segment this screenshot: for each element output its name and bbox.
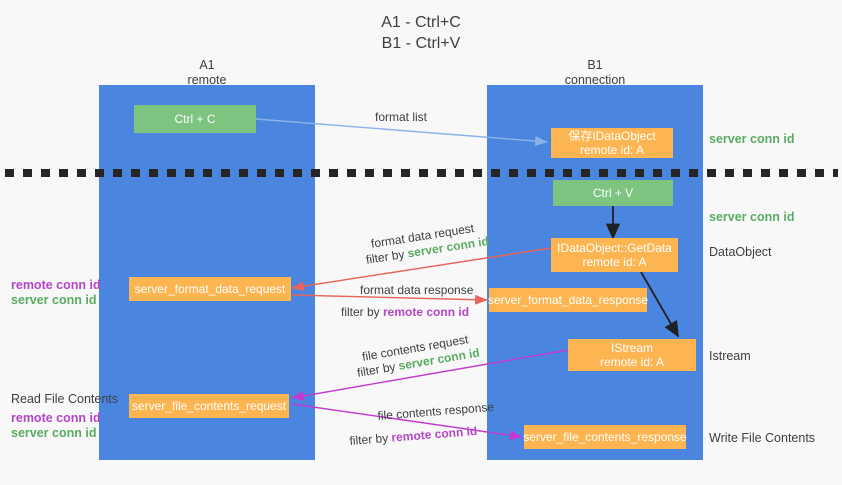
edge-label-format-data-response: format data response [360, 283, 473, 298]
node-save-idataobject-line2: remote id: A [579, 143, 645, 157]
node-ctrl-v[interactable]: Ctrl + V [553, 180, 673, 206]
annotation-server-conn-id-2: server conn id [11, 426, 97, 440]
annotation-read-file-contents: Read File Contents [11, 392, 118, 407]
annotation-server-conn-id-mid: server conn id [709, 210, 794, 225]
node-server-file-contents-request[interactable]: server_file_contents_request [129, 394, 289, 418]
node-getdata-line2: remote id: A [582, 255, 647, 269]
filter-prefix: filter by [349, 430, 392, 448]
node-istream-line1: IStream [610, 341, 653, 355]
node-server-format-data-request-label: server_format_data_request [134, 282, 286, 296]
node-idataobject-getdata[interactable]: IDataObject::GetData remote id: A [551, 238, 678, 272]
annotation-server-conn-id-top: server conn id [709, 132, 794, 147]
edge-label-format-list-text: format list [375, 110, 428, 124]
annotation-write-file-contents: Write File Contents [709, 431, 815, 446]
annotation-remote-conn-id-1: remote conn id [11, 278, 101, 292]
column-b1-sub: connection [564, 73, 626, 87]
filter-prefix: filter by [341, 305, 384, 319]
annotation-dataobject: DataObject [709, 245, 772, 260]
node-ctrl-c-label: Ctrl + C [174, 112, 216, 126]
node-server-file-contents-response[interactable]: server_file_contents_response [523, 425, 687, 449]
node-server-format-data-response-label: server_format_data_response [487, 293, 649, 307]
annotation-group-conn-ids-top: remote conn id server conn id [11, 278, 101, 308]
annotation-text: server conn id [709, 132, 795, 146]
annotation-server-conn-id-1: server conn id [11, 293, 97, 307]
node-server-format-data-response[interactable]: server_format_data_response [487, 288, 649, 312]
filter-key-remote-conn-id: remote conn id [390, 423, 478, 445]
edge-label-format-data-response-filter: filter by remote conn id [341, 305, 469, 320]
diagram-title: A1 - Ctrl+C B1 - Ctrl+V [0, 12, 842, 54]
annotation-text: server conn id [709, 210, 795, 224]
annotation-group-conn-ids-bottom: remote conn id server conn id [11, 411, 101, 441]
edge-label-file-contents-response-text: file contents response [377, 399, 495, 423]
annotation-remote-conn-id-2: remote conn id [11, 411, 101, 425]
node-save-idataobject-line1: 保存IDataObject [568, 129, 656, 143]
edge-label-format-list: format list [375, 110, 427, 125]
column-a1-name: A1 [199, 58, 215, 72]
edge-label-file-contents-response-filter: filter by remote conn id [349, 424, 478, 449]
node-ctrl-c[interactable]: Ctrl + C [134, 105, 256, 133]
annotation-text: Write File Contents [709, 431, 816, 445]
column-header-b1: B1 connection [487, 58, 703, 88]
node-getdata-line1: IDataObject::GetData [557, 241, 672, 255]
node-server-format-data-request[interactable]: server_format_data_request [129, 277, 291, 301]
column-b1-name: B1 [587, 58, 603, 72]
node-ctrl-v-label: Ctrl + V [592, 186, 634, 200]
node-server-file-contents-response-label: server_file_contents_response [523, 430, 687, 444]
title-line-2: B1 - Ctrl+V [381, 35, 461, 52]
node-save-idataobject[interactable]: 保存IDataObject remote id: A [551, 128, 673, 158]
node-istream[interactable]: IStream remote id: A [568, 339, 696, 371]
filter-key-remote-conn-id: remote conn id [383, 305, 470, 319]
annotation-text: DataObject [709, 245, 772, 259]
edge-label-format-data-response-text: format data response [360, 283, 474, 297]
column-a1-sub: remote [187, 73, 227, 87]
edge-label-file-contents-response: file contents response [377, 400, 495, 424]
title-line-1: A1 - Ctrl+C [381, 14, 461, 31]
column-header-a1: A1 remote [99, 58, 315, 88]
annotation-text: Read File Contents [11, 392, 119, 406]
node-istream-line2: remote id: A [599, 355, 665, 369]
annotation-text: Istream [709, 349, 751, 363]
annotation-istream: Istream [709, 349, 751, 364]
node-server-file-contents-request-label: server_file_contents_request [131, 399, 287, 413]
